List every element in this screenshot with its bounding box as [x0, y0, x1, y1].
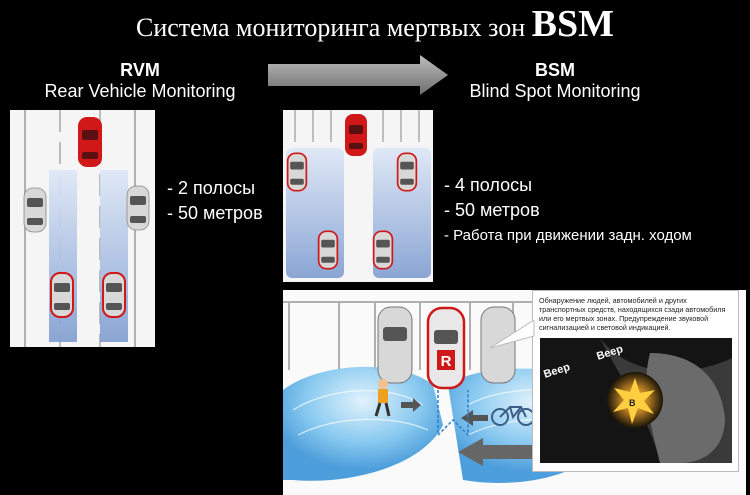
callout-caption: Обнаружение людей, автомобилей и других …	[539, 296, 726, 332]
rvm-name: Rear Vehicle Monitoring	[44, 81, 236, 101]
bsm-bullet-3: - Работа при движении задн. ходом	[444, 227, 692, 244]
scene-car-label: R	[441, 353, 452, 370]
bsm-name: Blind Spot Monitoring	[469, 81, 641, 101]
mirror-indicator-photo: B Beep Beep	[540, 338, 732, 463]
rear-car-red	[78, 117, 102, 167]
rvm-bullet-1: - 2 полосы	[167, 178, 256, 198]
title-text: Система мониторинга мертвых зон	[136, 13, 526, 42]
callout-pointer	[490, 320, 535, 349]
bsm-bullet-1: - 4 полосы	[444, 175, 533, 195]
rvm-abbr: RVM	[120, 60, 160, 80]
transition-arrow-icon	[268, 55, 448, 95]
bsm-bullet-list: - 4 полосы - 50 метров - Работа при движ…	[444, 173, 692, 249]
rvm-bullet-list: - 2 полосы - 50 метров	[167, 176, 263, 226]
bsm-diagram	[283, 110, 433, 282]
bsm-header: BSM Blind Spot Monitoring	[440, 60, 670, 102]
rvm-header: RVM Rear Vehicle Monitoring	[20, 60, 260, 102]
bsm-abbr: BSM	[535, 60, 575, 80]
indicator-letter: B	[629, 398, 636, 408]
slide-title: Система мониторинга мертвых зон BSM	[0, 2, 750, 46]
pedestrian-icon	[374, 379, 391, 417]
warning-callout: Обнаружение людей, автомобилей и других …	[532, 290, 739, 472]
bsm-bullet-2: - 50 метров	[444, 200, 540, 220]
rvm-bullet-2: - 50 метров	[167, 203, 263, 223]
title-abbr: BSM	[531, 3, 614, 45]
rvm-diagram	[10, 110, 155, 347]
